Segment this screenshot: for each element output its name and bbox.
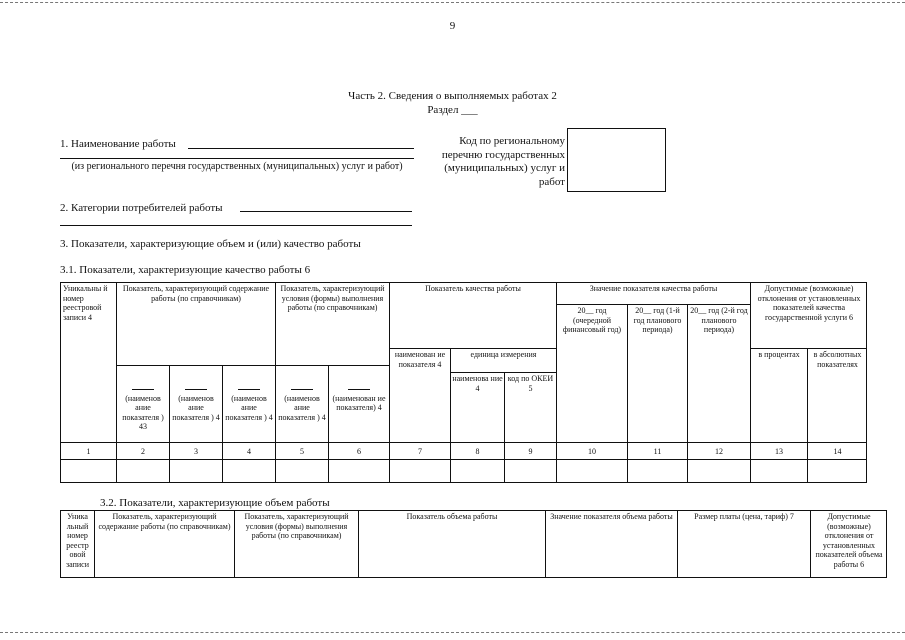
scan-edge-top [0,2,905,5]
th-quality-indicator: Показатель качества работы [389,282,556,348]
data-cell[interactable] [556,459,627,483]
th-quality-name: наименован ие показателя 4 [389,348,450,458]
th-sub-c2: (наименов ание показателя ) 43 [116,365,169,458]
th2-fee: Размер платы (цена, тариф) 7 [677,510,810,578]
data-cell[interactable] [169,459,222,483]
num-14: 14 [807,442,867,459]
consumer-categories-label: 2. Категории потребителей работы [60,202,223,214]
data-cell[interactable] [275,459,328,483]
th2-content: Показатель, характеризующий содержание р… [94,510,234,578]
work-name-label: 1. Наименование работы [60,138,176,150]
part-title: Часть 2. Сведения о выполняемых работах … [348,90,557,102]
indicators-heading: 3. Показатели, характеризующие объем и (… [60,238,361,250]
data-cell[interactable] [807,459,867,483]
th-unit-code: код по ОКЕИ 5 [504,372,556,458]
num-3: 3 [169,442,222,459]
data-cell[interactable] [116,459,169,483]
num-2: 2 [116,442,169,459]
th-sub-c4: (наименов ание показателя ) 4 [222,365,275,458]
scan-edge-bottom [0,632,905,635]
th2-deviation: Допустимые (возможные) отклонения от уст… [810,510,887,578]
num-1: 1 [60,442,116,459]
data-cell[interactable] [60,459,116,483]
data-cell[interactable] [389,459,450,483]
th-sub-c3: (наименов ание показателя ) 4 [169,365,222,458]
volume-table: Уника льный номер реестр овой записи Пок… [60,510,887,578]
th-sub-c6: (наименован ие показателя) 4 [328,365,389,458]
th-conditions: Показатель, характеризующий условия (фор… [275,282,389,365]
work-name-sublabel: (из регионального перечня государственны… [71,161,403,172]
th-unit-name: наименова ние 4 [450,372,504,458]
num-8: 8 [450,442,504,459]
data-cell[interactable] [627,459,687,483]
th-deviation: Допустимые (возможные) отклонения от уст… [750,282,867,348]
data-cell[interactable] [750,459,807,483]
data-cell[interactable] [328,459,389,483]
num-7: 7 [389,442,450,459]
data-cell[interactable] [687,459,750,483]
data-cell[interactable] [504,459,556,483]
th2-conditions: Показатель, характеризующий условия (фор… [234,510,358,578]
work-name-field[interactable] [188,148,414,149]
num-4: 4 [222,442,275,459]
volume-heading: 3.2. Показатели, характеризующие объем р… [100,497,330,509]
section-label: Раздел ___ [427,104,478,116]
data-cell[interactable] [222,459,275,483]
data-cell[interactable] [450,459,504,483]
num-10: 10 [556,442,627,459]
code-box[interactable] [567,128,666,192]
num-6: 6 [328,442,389,459]
th-dev-percent: в процентах [750,348,807,458]
th-year3: 20__ год (2-й год планового периода) [687,304,750,458]
th-year1: 20__ год (очередной финансовый год) [556,304,627,458]
th2-unique-number: Уника льный номер реестр овой записи [60,510,94,578]
code-label: Код по региональному перечню государстве… [441,135,565,188]
th-content: Показатель, характеризующий содержание р… [116,282,275,365]
th2-volume-value: Значение показателя объема работы [545,510,677,578]
quality-heading: 3.1. Показатели, характеризующие качеств… [60,264,311,276]
num-9: 9 [504,442,556,459]
th-sub-c5: (наименов ание показателя ) 4 [275,365,328,458]
th2-volume-indicator: Показатель объема работы [358,510,545,578]
th-unique-number: Уникальны й номер реестровой записи 4 [60,282,116,458]
consumer-categories-field-line2[interactable] [60,225,412,226]
num-11: 11 [627,442,687,459]
num-13: 13 [750,442,807,459]
th-dev-absolute: в абсолютных показателях [807,348,867,458]
quality-table: Уникальны й номер реестровой записи 4 По… [60,282,867,483]
th-quality-value: Значение показателя качества работы [556,282,750,304]
num-5: 5 [275,442,328,459]
num-12: 12 [687,442,750,459]
consumer-categories-field[interactable] [240,211,412,212]
th-year2: 20__ год (1-й год планового периода) [627,304,687,458]
work-name-field-line2[interactable] [60,158,414,159]
th-unit: единица измерения [450,348,556,372]
page-number: 9 [449,20,456,32]
